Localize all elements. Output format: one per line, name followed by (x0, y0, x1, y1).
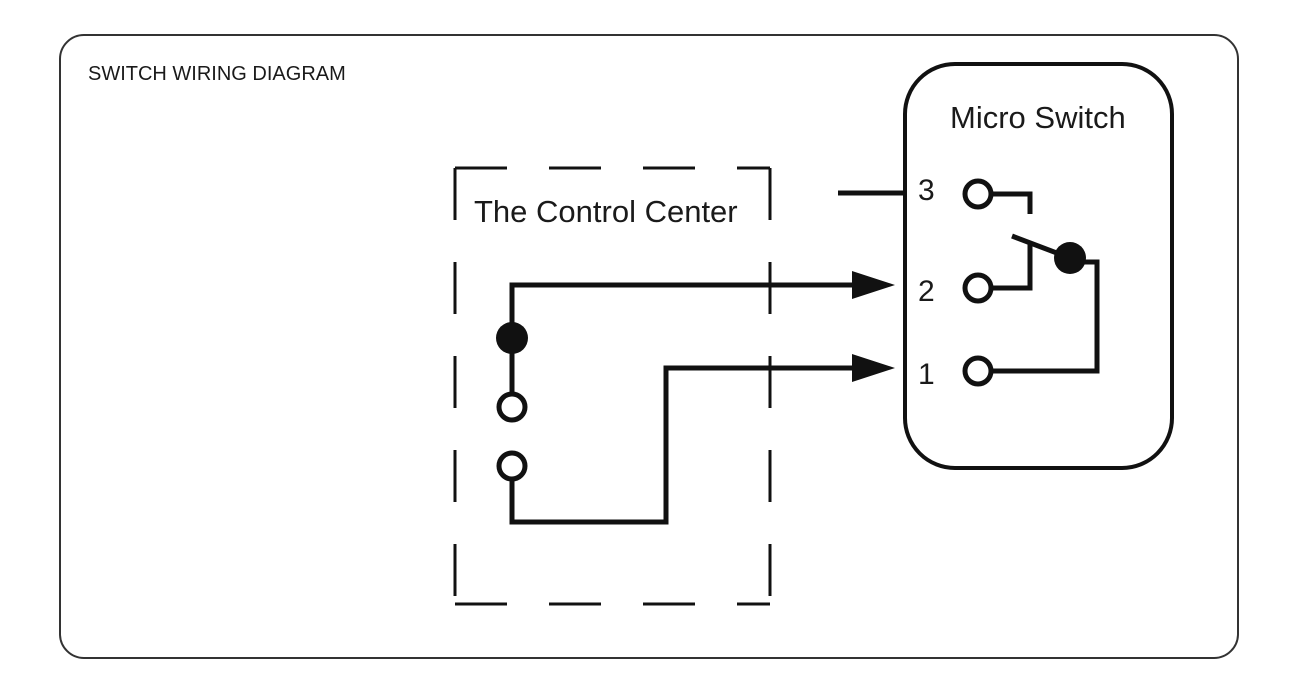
control-center-box (453, 166, 772, 606)
pin-1-label: 1 (918, 358, 935, 391)
wire-to-pin-1 (509, 365, 860, 525)
pin-1-terminal (962, 355, 994, 387)
arrow-to-pin-2 (852, 271, 895, 299)
diagram-title: SWITCH WIRING DIAGRAM (88, 63, 346, 85)
control-contact-terminal-2 (496, 450, 528, 482)
outer-frame (59, 34, 1239, 659)
wire-to-pin-2 (509, 282, 860, 340)
arrow-to-pin-1 (852, 354, 895, 382)
switch-pivot-dot (1054, 242, 1086, 274)
pin-3-terminal (962, 178, 994, 210)
control-contact-terminal-1 (496, 391, 528, 423)
pin-2-terminal (962, 272, 994, 304)
control-center-label: The Control Center (474, 194, 738, 229)
micro-switch-label: Micro Switch (950, 100, 1126, 135)
pin-2-label: 2 (918, 275, 935, 308)
pin-1-internal-wire (978, 259, 1100, 374)
pin-3-label: 3 (918, 174, 935, 207)
pin-2-internal-wire (978, 244, 1033, 291)
control-common-dot (496, 322, 528, 354)
pin-3-internal-wire (978, 191, 1033, 214)
